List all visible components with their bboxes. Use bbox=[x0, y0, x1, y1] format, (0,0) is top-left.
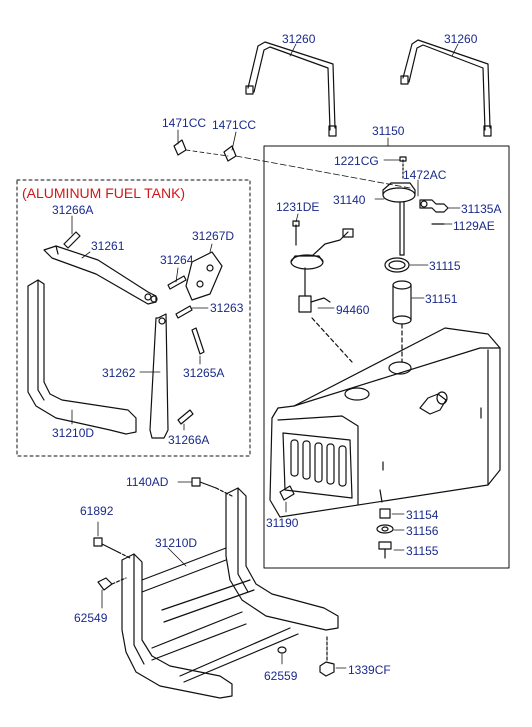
label-31267d: 31267D bbox=[192, 229, 235, 243]
pin-31266a-top bbox=[63, 231, 81, 249]
label-31261: 31261 bbox=[91, 239, 125, 253]
leader-line bbox=[185, 149, 229, 157]
strainer-31151 bbox=[392, 280, 412, 363]
bolt-1140ad bbox=[191, 477, 233, 497]
bolt-61892 bbox=[93, 537, 131, 559]
label-31210d-bottom: 31210D bbox=[155, 536, 198, 550]
leader-line bbox=[235, 155, 411, 189]
strap-31261 bbox=[43, 245, 158, 305]
label-1471cc-right: 1471CC bbox=[212, 118, 257, 132]
label-1231de: 1231DE bbox=[276, 200, 320, 214]
frame-31210d-bottom bbox=[121, 487, 339, 699]
label-31115: 31115 bbox=[429, 259, 461, 273]
label-1339cf: 1339CF bbox=[348, 663, 391, 677]
section-title: (ALUMINUM FUEL TANK) bbox=[22, 185, 186, 201]
label-31265a: 31265A bbox=[183, 366, 225, 380]
label-61892: 61892 bbox=[80, 504, 114, 518]
assembly-frame-31150 bbox=[263, 145, 510, 569]
label-31151: 31151 bbox=[425, 292, 458, 306]
label-31150: 31150 bbox=[372, 124, 405, 138]
aluminum-section-frame bbox=[16, 179, 251, 457]
label-62549: 62549 bbox=[74, 611, 108, 625]
label-1471cc-left: 1471CC bbox=[162, 116, 207, 130]
strap-31262 bbox=[149, 313, 169, 439]
label-31263: 31263 bbox=[210, 301, 244, 315]
fuel-sender-31140 bbox=[382, 182, 416, 256]
tank-strap-left-31260 bbox=[245, 41, 337, 137]
clip-1471cc-right bbox=[223, 145, 237, 162]
label-1472ac: 1472AC bbox=[403, 168, 447, 182]
drain-fitting-31190 bbox=[279, 485, 295, 501]
clip-1471cc-left bbox=[173, 139, 187, 156]
pin-31263 bbox=[175, 305, 193, 319]
washer-31156 bbox=[376, 524, 394, 534]
label-31210d-top: 31210D bbox=[52, 426, 95, 440]
washer-62559 bbox=[277, 646, 287, 654]
plug-31155 bbox=[378, 541, 392, 559]
label-62559: 62559 bbox=[264, 669, 298, 683]
label-94460: 94460 bbox=[336, 303, 370, 317]
tank-strap-right-31260 bbox=[400, 39, 492, 137]
gasket-31115 bbox=[384, 257, 410, 273]
nut-1339cf bbox=[319, 635, 335, 677]
screw-1221cg bbox=[399, 156, 407, 181]
label-31156: 31156 bbox=[406, 524, 439, 538]
label-31140: 31140 bbox=[333, 193, 366, 207]
pin-31264 bbox=[167, 275, 187, 290]
pad-31267d bbox=[185, 251, 223, 301]
nut-62549 bbox=[97, 577, 127, 591]
cradle-31210d-top bbox=[27, 279, 137, 435]
label-1129ae: 1129AE bbox=[453, 219, 495, 233]
label-31135a: 31135A bbox=[461, 202, 502, 216]
label-31190: 31190 bbox=[266, 516, 299, 530]
aluminum-fuel-tank bbox=[269, 327, 501, 518]
label-31155: 31155 bbox=[406, 544, 439, 558]
label-1140ad: 1140AD bbox=[126, 475, 169, 489]
label-31266a-top: 31266A bbox=[52, 203, 94, 217]
label-31260-right: 31260 bbox=[444, 32, 478, 46]
leader-lines bbox=[71, 43, 461, 669]
label-31154: 31154 bbox=[406, 508, 439, 522]
drain-plug-31154 bbox=[379, 508, 391, 519]
label-31262: 31262 bbox=[102, 366, 136, 380]
label-1221cg: 1221CG bbox=[334, 154, 379, 168]
label-31264: 31264 bbox=[160, 253, 194, 267]
screw-1231de bbox=[292, 220, 300, 246]
pin-31265a bbox=[191, 327, 205, 355]
fitting-31135a bbox=[419, 199, 449, 213]
label-31266a-bottom: 31266A bbox=[168, 433, 210, 447]
level-gauge-94460 bbox=[290, 228, 354, 363]
label-31260-left: 31260 bbox=[282, 32, 316, 46]
pin-31266a-bottom bbox=[177, 409, 194, 425]
